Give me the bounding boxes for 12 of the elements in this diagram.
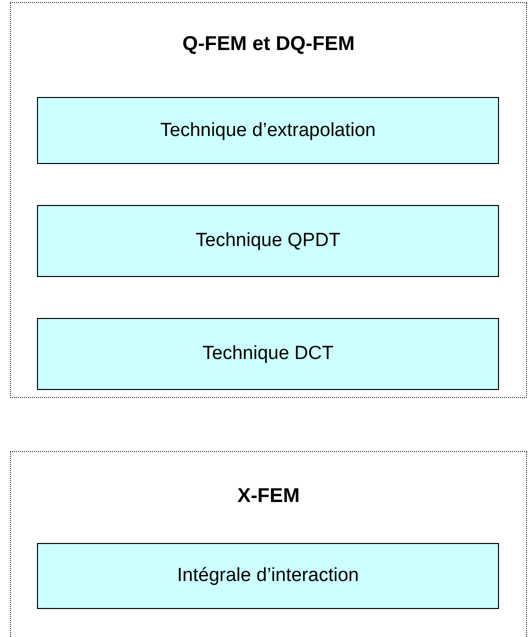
box-label: Intégrale d’interaction	[177, 565, 359, 587]
process-box	[37, 205, 499, 277]
group-title: Q-FEM et DQ-FEM	[181, 33, 356, 56]
group-title: X-FEM	[236, 485, 301, 508]
box-label: Technique DCT	[202, 343, 334, 365]
box-label: Technique d’extrapolation	[160, 120, 376, 142]
group-panel	[10, 2, 527, 398]
process-box	[37, 543, 499, 609]
box-label: Technique QPDT	[196, 230, 340, 252]
process-box	[37, 97, 499, 164]
process-box	[37, 318, 499, 390]
group-panel	[10, 451, 527, 637]
